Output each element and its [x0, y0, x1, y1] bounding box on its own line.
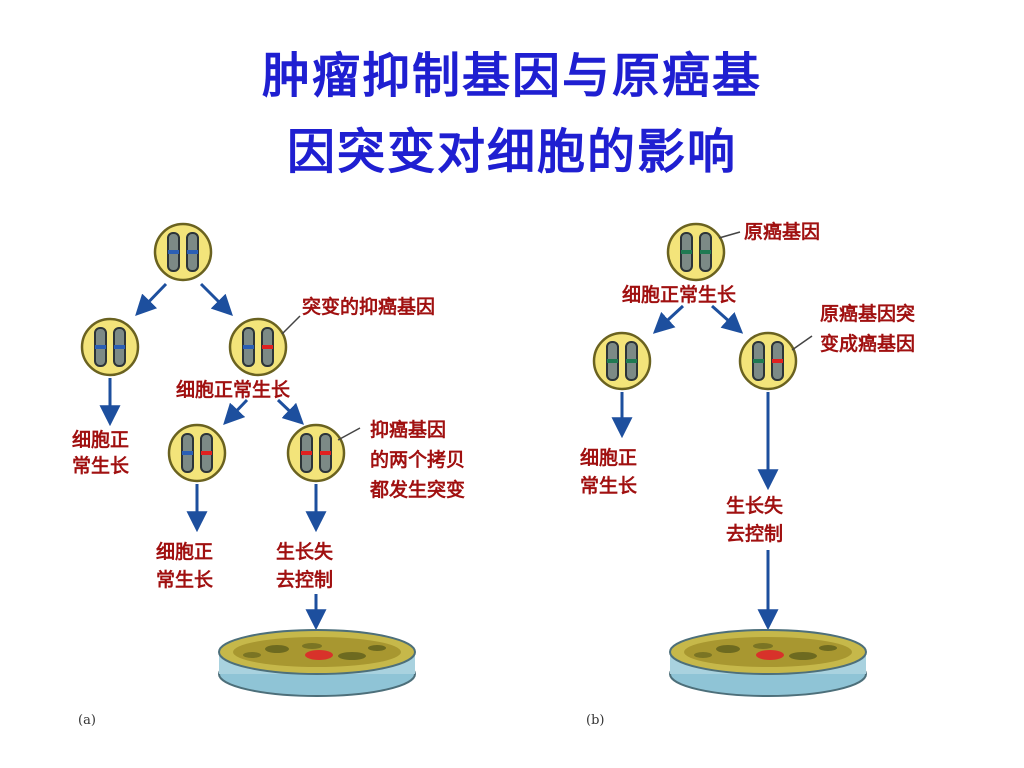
label-mutated-oncogene-1: 原癌基因突 [820, 302, 915, 325]
label-normal-bottom-1: 细胞正 [156, 540, 213, 563]
page-title-line1: 肿瘤抑制基因与原癌基 [261, 48, 762, 104]
label-both-mutated-3: 都发生突变 [369, 478, 465, 501]
label-normal-b-1: 细胞正 [580, 446, 637, 469]
cell-a-top [153, 222, 213, 282]
page-title-line2: 因突变对细胞的影响 [286, 124, 737, 180]
panel-a-tag: (a) [78, 713, 96, 728]
petri-dish-a [218, 629, 416, 697]
label-normal-left-1: 细胞正 [72, 428, 129, 451]
label-both-mutated-2: 的两个拷贝 [370, 448, 465, 471]
cell-a-bottom-left [167, 423, 227, 483]
arrow [223, 398, 249, 426]
label-normal-growth-top: 细胞正常生长 [622, 283, 737, 306]
leader-line [718, 231, 741, 239]
label-loss-control-b-2: 去控制 [726, 522, 783, 545]
leader-line [791, 335, 813, 351]
leader-line [337, 427, 361, 441]
leader-line [281, 315, 301, 335]
label-normal-left-2: 常生长 [72, 454, 130, 477]
label-both-mutated-1: 抑癌基因 [370, 418, 446, 441]
label-loss-control-a-1: 生长失 [276, 540, 334, 563]
arrow [199, 282, 233, 316]
cell-b-left [592, 331, 652, 391]
arrow [711, 304, 744, 334]
arrow [135, 282, 168, 317]
label-loss-control-a-2: 去控制 [276, 568, 333, 591]
cell-b-top [666, 222, 726, 282]
petri-dish-b [669, 629, 867, 697]
label-normal-b-2: 常生长 [580, 474, 638, 497]
arrow [276, 398, 305, 425]
label-loss-control-b-1: 生长失 [726, 494, 784, 517]
label-mutated-oncogene-2: 变成癌基因 [820, 332, 915, 355]
cell-a-one-mutation [228, 317, 288, 377]
cell-a-both-mutated [286, 423, 346, 483]
cell-b-oncogene [738, 331, 798, 391]
arrow [652, 304, 685, 334]
cell-a-left [80, 317, 140, 377]
label-normal-growth-mid: 细胞正常生长 [176, 378, 291, 401]
panel-b-tag: (b) [586, 713, 604, 728]
label-proto-oncogene: 原癌基因 [744, 220, 820, 243]
label-normal-bottom-2: 常生长 [156, 568, 214, 591]
label-mutated-suppressor: 突变的抑癌基因 [302, 295, 435, 318]
